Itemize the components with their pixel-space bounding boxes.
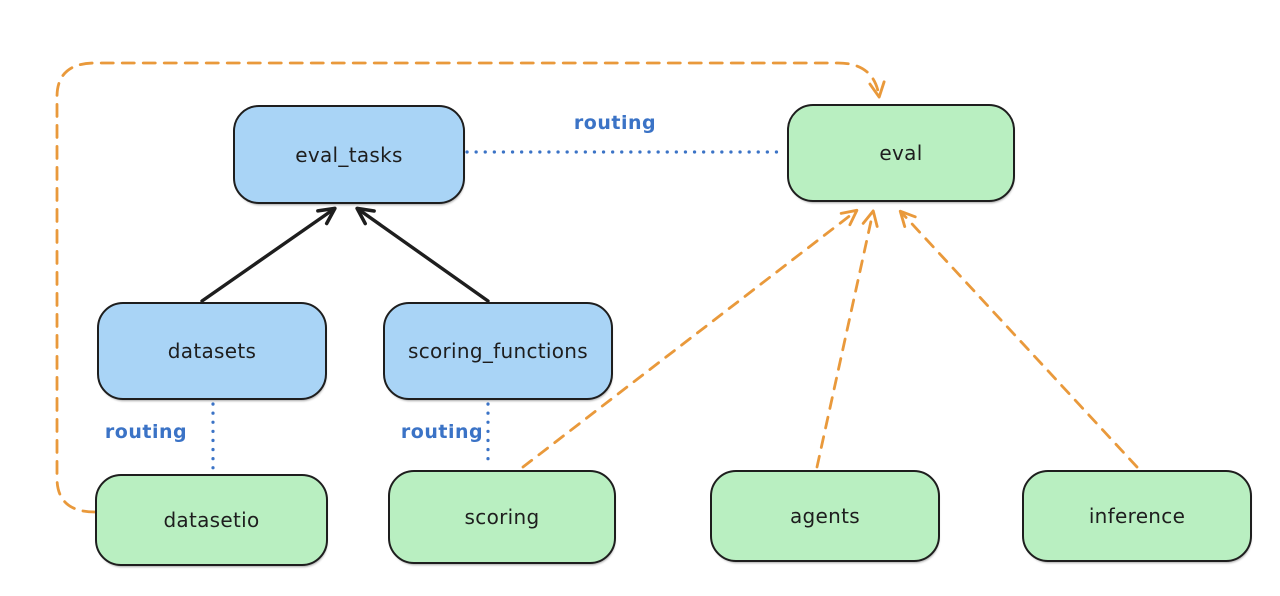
node-scoring-functions-label: scoring_functions: [407, 339, 589, 363]
edge-datasets-to-eval-tasks-arrow: [200, 206, 337, 303]
node-scoring-functions: scoring_functions: [383, 302, 613, 400]
edge-label-routing-eval-tasks-eval: routing: [573, 112, 657, 134]
node-datasets-label: datasets: [167, 339, 257, 363]
node-eval-label: eval: [879, 141, 923, 165]
node-agents-label: agents: [790, 504, 860, 528]
edge-scoring-to-eval-arrow: [521, 208, 859, 469]
node-datasetio-label: datasetio: [163, 508, 260, 532]
edge-agents-to-eval-arrow: [815, 209, 879, 469]
edge-label-routing-datasets-datasetio: routing: [104, 421, 188, 443]
node-eval-tasks: eval_tasks: [233, 105, 465, 204]
node-agents: agents: [710, 470, 940, 562]
node-datasets: datasets: [97, 302, 327, 400]
edge-label-routing-scoring-functions-scoring: routing: [400, 421, 484, 443]
node-inference: inference: [1022, 470, 1252, 562]
node-eval-tasks-label: eval_tasks: [295, 142, 403, 167]
node-eval: eval: [787, 104, 1015, 202]
edge-inference-to-eval-arrow: [898, 209, 1139, 469]
node-datasetio: datasetio: [95, 474, 328, 566]
node-inference-label: inference: [1088, 504, 1186, 528]
node-scoring-label: scoring: [464, 505, 540, 529]
edge-scoring-functions-to-eval-tasks-arrow: [355, 206, 490, 303]
edge-datasetio-to-eval-arrow: [55, 61, 886, 514]
node-scoring: scoring: [388, 470, 616, 564]
